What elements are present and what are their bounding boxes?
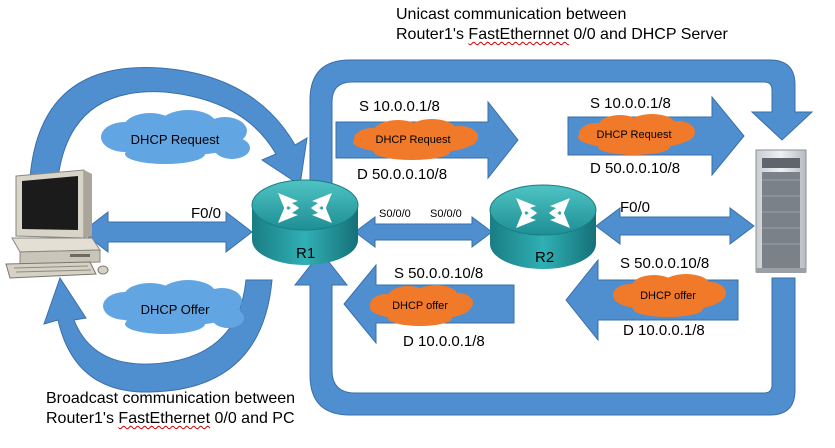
interface-label-s0-0-0-r2: S0/0/0	[430, 208, 462, 220]
router-label-r2: R2	[535, 249, 555, 266]
cloud-label-left-offer: DHCP Offer	[140, 302, 210, 317]
broadcast-caption: Broadcast communication between Router1'…	[46, 389, 295, 429]
cloud-label-right-request: DHCP Request	[596, 129, 672, 141]
cloud-dhcp-offer-left	[103, 280, 244, 334]
caption-misspelled-word: FastEthernnet	[468, 26, 569, 43]
cloud-dhcp-offer-mid	[370, 285, 473, 326]
address-right-request-dst: D 50.0.0.10/8	[590, 160, 681, 177]
router-label-r1: R1	[296, 245, 316, 262]
router-icon	[251, 179, 359, 265]
address-right-offer-dst: D 10.0.0.1/8	[623, 322, 705, 339]
address-right-request-src: S 10.0.0.1/8	[590, 95, 671, 112]
pc-r1-double-arrow	[81, 210, 253, 254]
caption-text: 0/0 and DHCP Server	[568, 26, 728, 43]
address-right-offer-src: S 50.0.0.10/8	[620, 255, 710, 272]
desktop-pc-icon	[5, 169, 109, 279]
caption-misspelled-word: FastEthernet	[118, 410, 211, 427]
unicast-caption-line1: Unicast communication between	[396, 6, 627, 23]
broadcast-curve-arrow-top	[29, 66, 308, 186]
interface-label-f0-0-r1: F0/0	[191, 205, 222, 222]
cloud-dhcp-request-mid	[353, 119, 478, 160]
address-mid-offer-src: S 50.0.0.10/8	[394, 265, 484, 282]
interface-label-s0-0-0-r1: S0/0/0	[379, 208, 411, 220]
cloud-label-mid-offer: DHCP offer	[392, 300, 448, 312]
unicast-caption: Unicast communication between Router1's …	[396, 5, 728, 45]
cloud-dhcp-offer-right	[613, 274, 726, 317]
caption-text: Router1's	[396, 26, 469, 43]
r1-r2-double-arrow	[354, 216, 493, 248]
caption-text: Router1's	[46, 410, 119, 427]
cloud-dhcp-request-left	[101, 110, 250, 164]
broadcast-caption-line2: Router1's FastEthernet 0/0 and PC	[46, 409, 295, 429]
cloud-dhcp-request-right	[578, 114, 695, 155]
interface-label-f0-0-r2: F0/0	[620, 199, 651, 216]
r2-server-double-arrow	[595, 207, 755, 245]
server-tower-icon	[755, 149, 807, 273]
cloud-label-left-request: DHCP Request	[130, 132, 220, 147]
broadcast-caption-line1: Broadcast communication between	[46, 390, 296, 407]
broadcast-curve-arrow-bottom	[43, 276, 273, 393]
unicast-loop-arrow-top	[309, 59, 814, 191]
address-mid-offer-dst: D 10.0.0.1/8	[403, 333, 485, 350]
cloud-label-right-offer: DHCP offer	[640, 290, 696, 302]
cloud-label-mid-request: DHCP Request	[375, 134, 451, 146]
unicast-caption-line2: Router1's FastEthernnet 0/0 and DHCP Ser…	[396, 25, 728, 45]
address-mid-request-dst: D 50.0.0.10/8	[357, 166, 448, 183]
address-mid-request-src: S 10.0.0.1/8	[359, 98, 440, 115]
caption-text: 0/0 and PC	[210, 410, 295, 427]
router-icon	[489, 184, 597, 269]
